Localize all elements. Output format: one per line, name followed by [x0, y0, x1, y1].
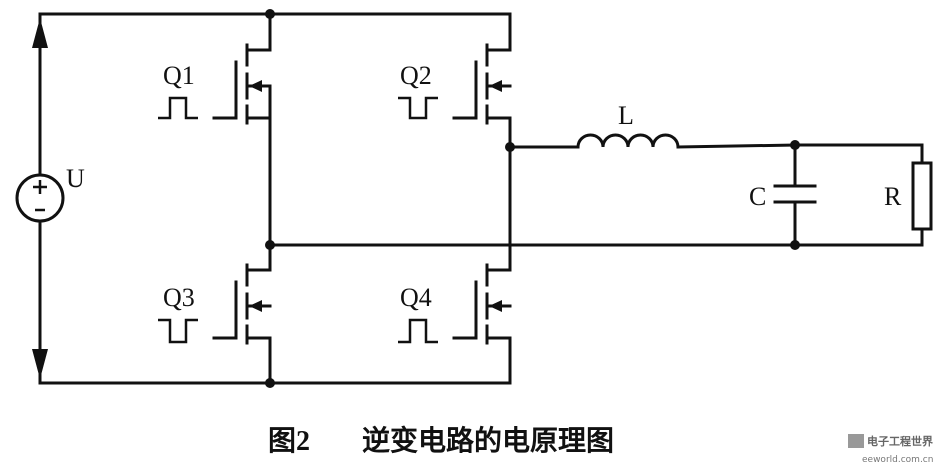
inductor-label: L [618, 101, 634, 130]
q4-label: Q4 [400, 283, 432, 312]
junction-nodes [265, 9, 800, 388]
q2-label: Q2 [400, 61, 432, 90]
capacitor-label: C [749, 182, 766, 211]
resistor: R [793, 143, 933, 247]
mosfet-q4: Q4 [398, 263, 512, 345]
pulse-high-icon [158, 96, 198, 120]
capacitor: C [749, 143, 817, 247]
q3-label: Q3 [163, 283, 195, 312]
watermark-logo: 电子工程世界 eeworld.com.cn [848, 434, 933, 465]
resistor-label: R [884, 182, 902, 211]
mosfet-q2: Q2 [398, 43, 512, 125]
logo-mark-icon [848, 434, 864, 448]
inductor: L [508, 101, 797, 149]
pulse-high-icon [398, 318, 438, 344]
voltage-source: U [15, 164, 85, 223]
mosfet-q3: Q3 [158, 263, 272, 345]
figure-caption: 图2 逆变电路的电原理图 [268, 424, 614, 457]
pulse-low-icon [398, 96, 438, 120]
mosfet-q1: Q1 [158, 43, 272, 125]
figure-number: 图2 [268, 426, 310, 457]
pulse-low-icon [158, 318, 198, 344]
left-leg-wires [268, 12, 797, 385]
figure-title: 逆变电路的电原理图 [362, 424, 614, 457]
source-label: U [66, 164, 85, 193]
watermark-cn: 电子工程世界 [867, 434, 933, 448]
arrow-up-icon [32, 18, 48, 48]
q1-label: Q1 [163, 61, 195, 90]
watermark-en: eeworld.com.cn [862, 455, 933, 465]
arrow-down-icon [32, 349, 48, 379]
